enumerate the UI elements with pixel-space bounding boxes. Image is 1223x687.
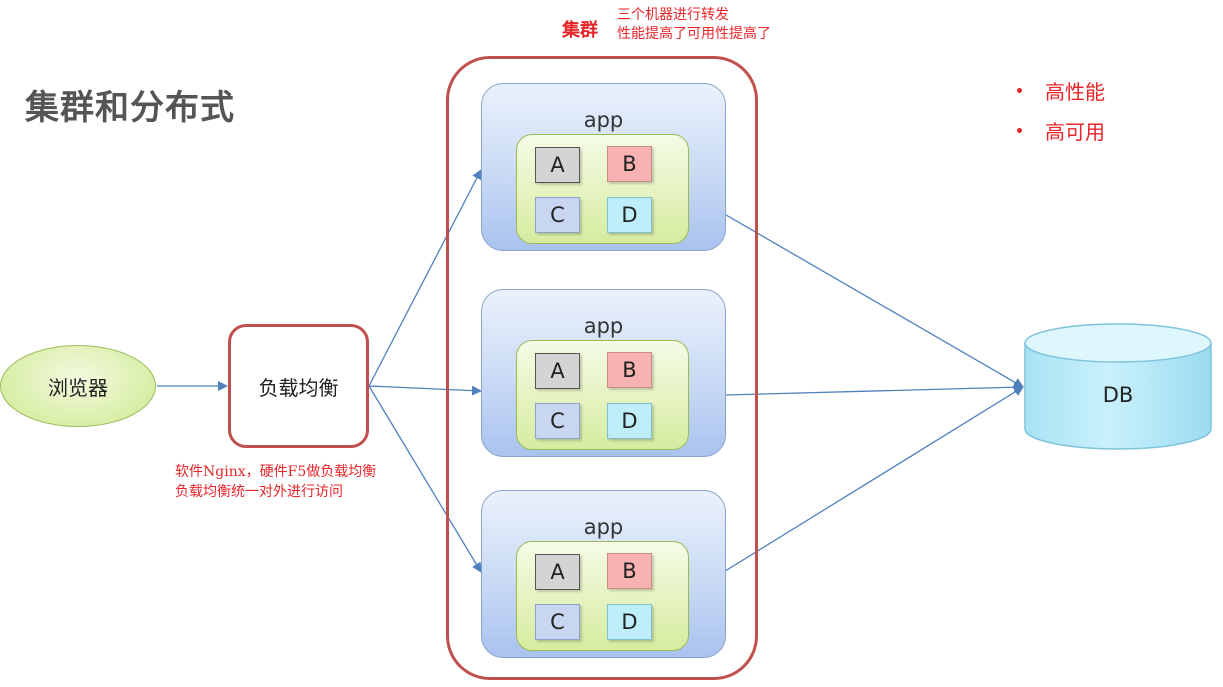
module-a: A: [535, 554, 580, 590]
load-balancer-note: 软件Nginx，硬件F5做负载均衡 负载均衡统一对外进行访问: [175, 462, 376, 502]
module-c: C: [535, 197, 580, 233]
module-d: D: [607, 403, 652, 439]
module-c: C: [535, 604, 580, 640]
benefit-item: 高性能: [1012, 70, 1105, 110]
module-a: A: [535, 147, 580, 183]
browser-node: 浏览器: [0, 345, 156, 427]
database-label: DB: [1102, 383, 1134, 407]
cluster-note-line: 性能提高了可用性提高了: [617, 26, 771, 42]
load-balancer-node: 负载均衡: [228, 324, 369, 448]
app2-to-db-arrow: [687, 382, 1024, 397]
module-b: B: [607, 553, 652, 589]
app-server: app A B C D: [481, 83, 726, 251]
app-label: app: [583, 515, 624, 539]
app1-to-db-arrow: [687, 192, 1024, 388]
module-group: A B C D: [516, 541, 689, 651]
module-d: D: [607, 197, 652, 233]
module-a: A: [535, 353, 580, 389]
benefit-label: 高可用: [1045, 119, 1105, 144]
lb-to-app3-arrow: [368, 385, 482, 573]
load-balancer-label: 负载均衡: [258, 375, 339, 400]
module-d: D: [607, 604, 652, 640]
lb-to-app1-arrow: [368, 169, 482, 387]
bullet-icon: [1017, 127, 1022, 133]
module-c: C: [535, 403, 580, 439]
cluster-label: 集群: [562, 20, 598, 41]
module-b: B: [607, 146, 652, 182]
bullet-icon: [1017, 87, 1022, 93]
module-b: B: [607, 352, 652, 388]
benefit-item: 高可用: [1012, 110, 1105, 150]
benefit-list: 高性能 高可用: [1012, 70, 1105, 150]
database-icon: [1024, 323, 1212, 450]
browser-label: 浏览器: [48, 375, 108, 400]
app-label: app: [583, 314, 624, 338]
module-group: A B C D: [516, 340, 689, 450]
app-server: app A B C D: [481, 490, 726, 658]
load-balancer-note-line: 负载均衡统一对外进行访问: [175, 484, 343, 500]
load-balancer-note-line: 软件Nginx，硬件F5做负载均衡: [175, 464, 377, 480]
cluster-note: 三个机器进行转发 性能提高了可用性提高了: [617, 6, 771, 44]
cluster-frame: [446, 56, 758, 680]
module-group: A B C D: [516, 134, 689, 244]
app-label: app: [583, 108, 624, 132]
app-server: app A B C D: [481, 289, 726, 457]
app3-to-db-arrow: [687, 386, 1024, 595]
cluster-note-line: 三个机器进行转发: [617, 7, 729, 23]
benefit-label: 高性能: [1045, 79, 1105, 104]
lb-to-app2-arrow: [368, 385, 482, 396]
page-title: 集群和分布式: [25, 88, 235, 128]
